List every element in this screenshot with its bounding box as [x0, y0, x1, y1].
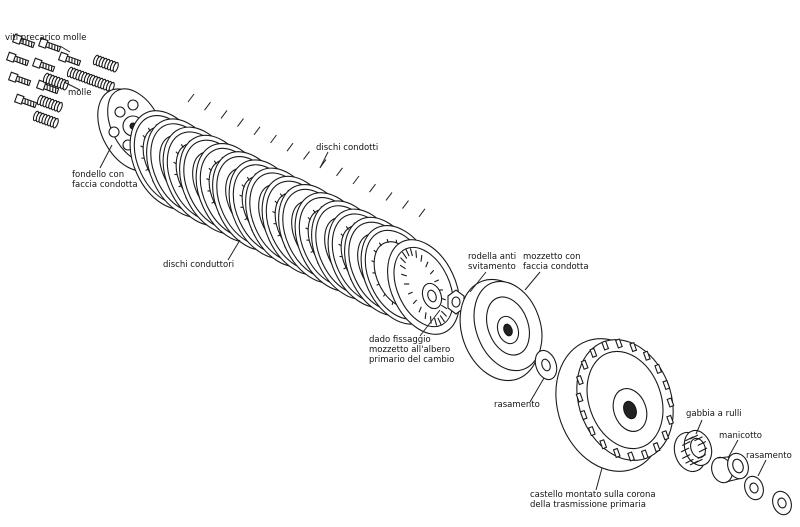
spring: [32, 110, 59, 129]
spring: [66, 66, 93, 85]
label-roller-cage: gabbia a rulli: [686, 409, 742, 419]
screw: [13, 93, 38, 109]
label-hub-nut-line1: dado fissaggio: [369, 335, 431, 345]
label-hub-nut-line2: mozzetto all'albero: [369, 345, 451, 355]
spring: [92, 54, 119, 73]
leader-lines: [59, 45, 767, 491]
label-thrust-washer-1: rasamento: [494, 400, 540, 410]
screw: [7, 71, 32, 87]
inner-hub: [459, 278, 543, 382]
label-basket-line2: della trasmissione primaria: [530, 500, 646, 510]
springs-group: [32, 54, 119, 129]
label-sleeve: manicotto: [719, 431, 762, 441]
label-pressure-plate: fondello con faccia condotta: [72, 170, 138, 190]
clutch-basket: [555, 338, 675, 472]
plate-stack: [129, 93, 460, 335]
label-drive-plates: dischi conduttori: [163, 260, 235, 270]
lock-washer: [421, 282, 443, 310]
label-hub-nut-line3: primario del cambio: [369, 355, 455, 365]
sleeve: [711, 452, 749, 484]
thrust-washer-1: [534, 349, 558, 381]
label-thrust-washer-2: rasamento: [746, 451, 792, 461]
label-hub-nut: dado fissaggio mozzetto all'albero prima…: [369, 335, 454, 365]
label-basket-line1: castello montato sulla corona: [530, 490, 656, 500]
label-screws: viti precarico molle: [5, 33, 87, 43]
thrust-washer-2: [744, 475, 792, 516]
label-driven-plates: dischi condotti: [316, 143, 379, 153]
screws-group: [5, 33, 82, 109]
label-hub: mozzetto con faccia condotta: [523, 252, 589, 272]
label-hub-line2: faccia condotta: [523, 262, 589, 272]
screw: [37, 37, 62, 53]
screw: [5, 51, 30, 67]
screw: [57, 51, 82, 67]
screw: [11, 33, 36, 49]
label-hub-line1: mozzetto con: [523, 252, 581, 262]
screw: [31, 57, 56, 73]
label-basket: castello montato sulla corona della tras…: [530, 490, 656, 510]
spring: [36, 94, 63, 113]
label-pressure-plate-line2: faccia condotta: [72, 180, 138, 190]
label-pressure-plate-line1: fondello con: [72, 170, 125, 180]
roller-cage: [673, 429, 713, 473]
label-lock-washer-line1: rodella anti: [468, 252, 517, 262]
label-lock-washer-line2: svitamento: [468, 262, 516, 272]
label-lock-washer: rodella anti svitamento: [468, 252, 516, 272]
label-springs: molle: [68, 88, 92, 98]
spring: [42, 72, 69, 91]
